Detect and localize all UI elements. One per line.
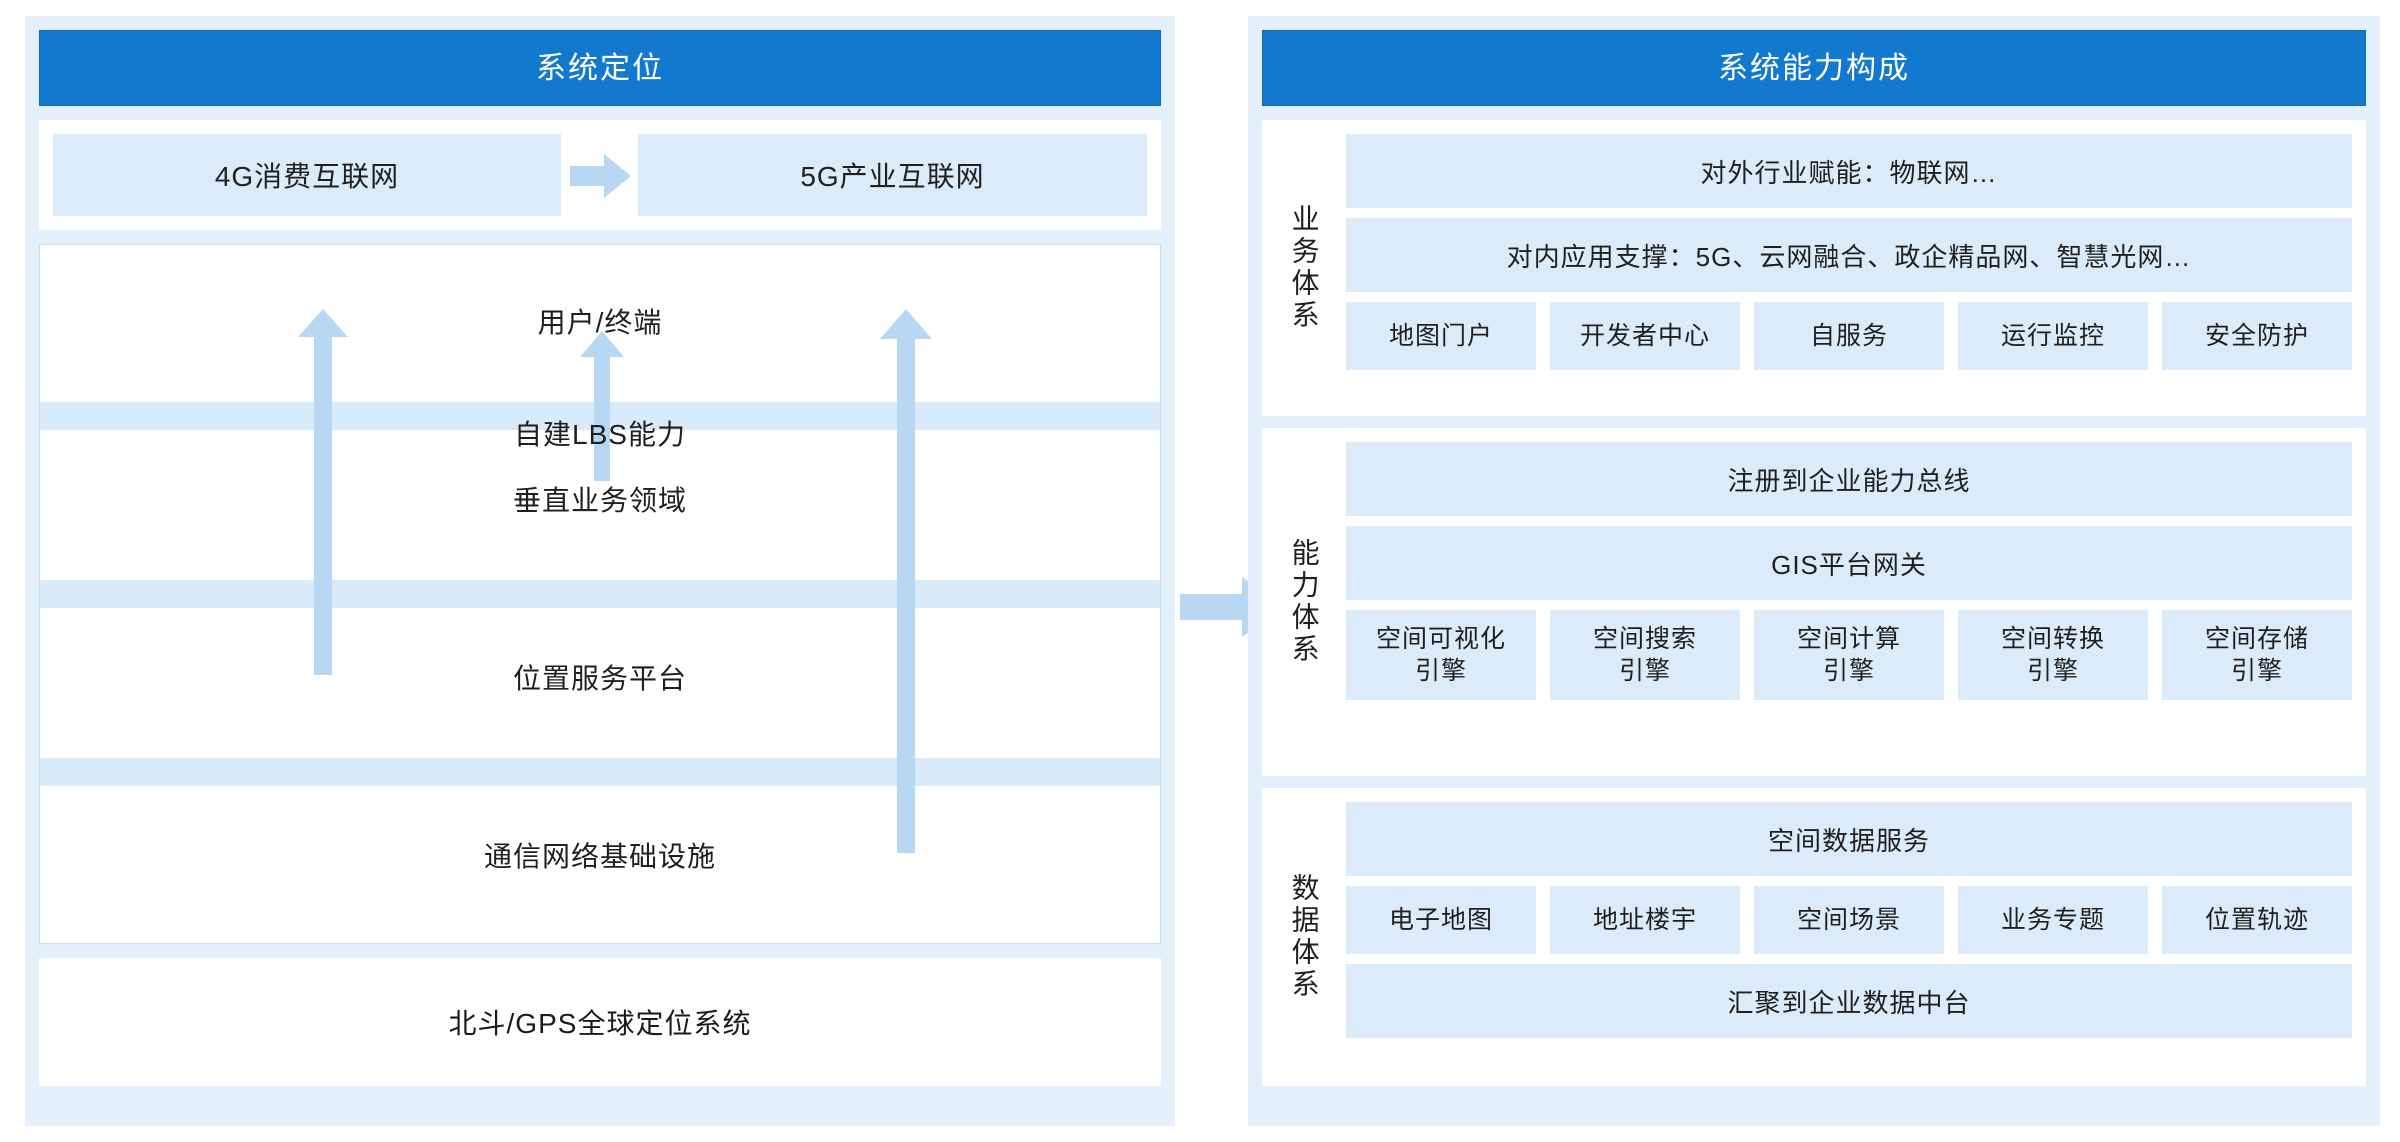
arrow-up-icon [580,331,624,481]
arrow-up-icon [880,309,932,853]
evolution-to-box[interactable]: 5G产业互联网 [638,134,1147,216]
section-label-capability: 能力体系 [1288,538,1320,666]
chip-electronic-map[interactable]: 电子地图 [1346,886,1536,954]
data-chip-row: 电子地图 地址楼宇 空间场景 业务专题 位置轨迹 [1346,886,2352,954]
layer-label-self-built-lbs: 自建LBS能力 [514,419,686,450]
gps-foundation-card: 北斗/GPS全球定位系统 [39,958,1161,1086]
capability-gateway-row[interactable]: GIS平台网关 [1346,526,2352,600]
section-data: 数据体系 空间数据服务 电子地图 地址楼宇 空间场景 业务专题 位置轨迹 汇聚到… [1262,788,2366,1086]
system-capability-panel: 系统能力构成 业务体系 对外行业赋能：物联网… 对内应用支撑：5G、云网融合、政… [1248,16,2380,1126]
chip-operation-monitor[interactable]: 运行监控 [1958,302,2148,370]
layer-divider-band [40,758,1160,786]
evolution-from-box[interactable]: 4G消费互联网 [53,134,561,216]
business-external-row[interactable]: 对外行业赋能：物联网… [1346,134,2352,208]
chip-address-building[interactable]: 地址楼宇 [1550,886,1740,954]
chip-spatial-search-engine[interactable]: 空间搜索引擎 [1550,610,1740,700]
section-capability: 能力体系 注册到企业能力总线 GIS平台网关 空间可视化引擎 空间搜索引擎 空间… [1262,428,2366,776]
layer-label-user-terminal: 用户/终端 [537,307,663,338]
chip-business-topic[interactable]: 业务专题 [1958,886,2148,954]
system-positioning-panel: 系统定位 4G消费互联网 5G产业互联网 [25,16,1175,1126]
evolution-row: 4G消费互联网 5G产业互联网 [53,134,1147,216]
business-internal-row[interactable]: 对内应用支撑：5G、云网融合、政企精品网、智慧光网… [1346,218,2352,292]
chip-spatial-visualization-engine[interactable]: 空间可视化引擎 [1346,610,1536,700]
data-midplatform-row[interactable]: 汇聚到企业数据中台 [1346,964,2352,1038]
layer-divider-band [40,580,1160,608]
section-body-business: 对外行业赋能：物联网… 对内应用支撑：5G、云网融合、政企精品网、智慧光网… 地… [1346,120,2366,416]
section-label-business: 业务体系 [1288,204,1320,332]
section-body-data: 空间数据服务 电子地图 地址楼宇 空间场景 业务专题 位置轨迹 汇聚到企业数据中… [1346,788,2366,1086]
capability-bus-row[interactable]: 注册到企业能力总线 [1346,442,2352,516]
layer-label-network-infrastructure: 通信网络基础设施 [483,841,716,872]
chip-map-portal[interactable]: 地图门户 [1346,302,1536,370]
chip-spatial-storage-engine[interactable]: 空间存储引擎 [2162,610,2352,700]
right-panel-title: 系统能力构成 [1262,30,2366,106]
layer-stack-card: 用户/终端 自建LBS能力 垂直业务领域 位置服务平台 通信网络基础设施 [39,244,1161,944]
chip-spatial-computation-engine[interactable]: 空间计算引擎 [1754,610,1944,700]
section-business: 业务体系 对外行业赋能：物联网… 对内应用支撑：5G、云网融合、政企精品网、智慧… [1262,120,2366,416]
business-chip-row: 地图门户 开发者中心 自服务 运行监控 安全防护 [1346,302,2352,370]
chip-self-service[interactable]: 自服务 [1754,302,1944,370]
chip-location-track[interactable]: 位置轨迹 [2162,886,2352,954]
data-spatial-service-row[interactable]: 空间数据服务 [1346,802,2352,876]
section-body-capability: 注册到企业能力总线 GIS平台网关 空间可视化引擎 空间搜索引擎 空间计算引擎 … [1346,428,2366,776]
arrow-up-icon [298,309,348,675]
left-panel-title: 系统定位 [39,30,1161,106]
capability-chip-row: 空间可视化引擎 空间搜索引擎 空间计算引擎 空间转换引擎 空间存储引擎 [1346,610,2352,700]
section-label-data: 数据体系 [1288,873,1320,1001]
evolution-card: 4G消费互联网 5G产业互联网 [39,120,1161,230]
chip-spatial-scene[interactable]: 空间场景 [1754,886,1944,954]
chip-developer-center[interactable]: 开发者中心 [1550,302,1740,370]
arrow-right-icon [570,154,631,198]
chip-spatial-transform-engine[interactable]: 空间转换引擎 [1958,610,2148,700]
layer-label-location-platform: 位置服务平台 [512,663,687,694]
chip-security-protection[interactable]: 安全防护 [2162,302,2352,370]
layer-label-vertical-domain: 垂直业务领域 [512,485,687,516]
